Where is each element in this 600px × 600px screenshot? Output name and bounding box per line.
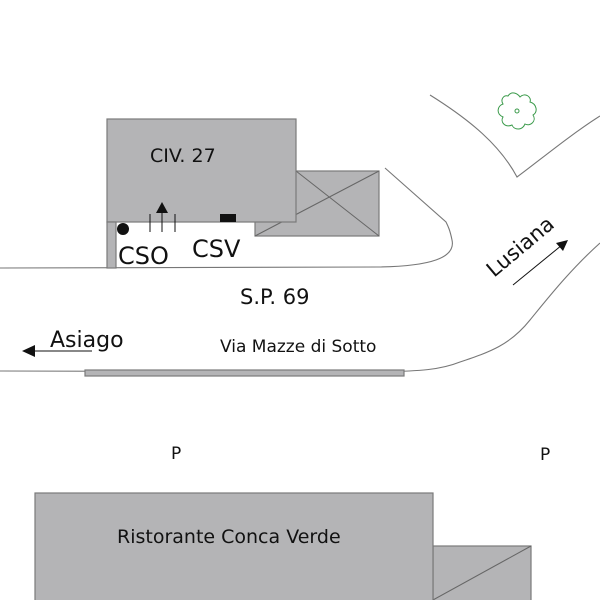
entrance-arrow-icon bbox=[156, 202, 168, 213]
cso-marker-icon bbox=[117, 223, 129, 235]
road-number-label: S.P. 69 bbox=[240, 285, 309, 309]
road-north-edge bbox=[0, 167, 453, 269]
parking-label: P bbox=[540, 445, 550, 465]
street-name-label: Via Mazze di Sotto bbox=[220, 337, 376, 357]
csv-marker-icon bbox=[220, 214, 236, 222]
building-restaurant bbox=[34, 492, 434, 600]
asiago-label: Asiago bbox=[50, 328, 124, 353]
sidewalk-strip bbox=[84, 369, 405, 377]
building-civ-27-label: CIV. 27 bbox=[150, 145, 216, 167]
parking-label: P bbox=[171, 444, 181, 464]
annex-cross bbox=[295, 170, 380, 237]
building-wall-strip bbox=[106, 221, 117, 269]
restaurant-annex-diagonal bbox=[432, 545, 532, 600]
side-road-wedge bbox=[429, 94, 600, 178]
cso-label: CSO bbox=[118, 242, 169, 270]
csv-label: CSV bbox=[192, 235, 241, 263]
asiago-arrow-icon bbox=[22, 345, 35, 357]
road-south-edge bbox=[0, 242, 600, 373]
tree-icon bbox=[497, 92, 537, 130]
lusiana-arrow-icon bbox=[556, 240, 568, 251]
annex-cross bbox=[254, 170, 380, 237]
building-civ-27 bbox=[106, 118, 297, 223]
restaurant-label: Ristorante Conca Verde bbox=[117, 526, 341, 548]
lusiana-label: Lusiana bbox=[482, 212, 559, 282]
lusiana-arrow-line bbox=[512, 244, 563, 286]
